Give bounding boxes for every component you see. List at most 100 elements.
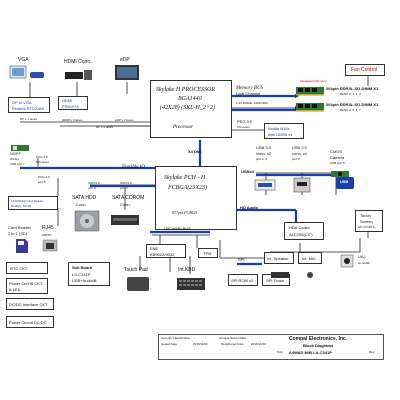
security-label: Security Classification (161, 336, 191, 340)
edp-title: eDP (120, 57, 130, 63)
usb2-sub: conn. x1 (292, 151, 308, 156)
peg-lanes: X4 Lanes (237, 125, 250, 129)
rj45-title: RJ45 (42, 225, 54, 231)
touch-pad-image (126, 276, 150, 292)
sd-card-image (14, 238, 30, 254)
usbx4-label: USBx4 (241, 169, 254, 174)
pcie-a-label: PCIe 2.0 (36, 155, 48, 159)
cpu-size: (42X28) (SKL-H_2+2) (160, 105, 215, 111)
vga-port: DP x 1 lanes (20, 117, 37, 121)
size-label: Size (277, 350, 283, 354)
uaj-line1: UAJ (358, 254, 366, 259)
touch-screen-line1: Touch (360, 213, 371, 218)
hda-codec-chip: ALC255(CIT) (289, 232, 313, 237)
power-onoff-line2: & LED (9, 287, 21, 292)
pcie-a-port: 5x6 lanes (36, 160, 49, 164)
power-onoff-box: Power On/Off CKT. & LED (6, 278, 48, 294)
rj45-sub: conn. (42, 232, 52, 237)
sub-board-line2: USB+Audio/B (72, 278, 97, 283)
int-speaker-box: Int. Speaker (264, 252, 294, 264)
pcie-b-label: PCIe 2.0 (38, 175, 50, 179)
ene-box: ENE KB9022/9032 (146, 244, 186, 258)
touch-screen-line2: Screen (360, 219, 373, 224)
hdmi-chip: PS8407A (62, 104, 79, 109)
spi-rom-box: SPI ROM x2 (228, 274, 258, 286)
doc-title: Block Diagrams (303, 343, 334, 348)
cpu-label: Processor (173, 125, 194, 130)
vga-chip: Realtek RTD2168 (12, 106, 44, 111)
vga-title: VGA (18, 57, 29, 63)
ngff-card-image (10, 140, 30, 151)
hda-codec-box: HDA Codec ALC255(CIT) (284, 222, 324, 240)
hdd-image (74, 210, 100, 232)
fan-control-box: Fan Control (345, 64, 385, 76)
keyboard-image (176, 276, 206, 292)
dimm2-image (296, 100, 324, 112)
speaker-image (270, 266, 290, 278)
hdmi-lanes: HDMI x 4 lanes (62, 118, 83, 122)
dcdc-box: DC/DC Interface CKT. (6, 298, 54, 310)
peg-label: PEG 3.0 (237, 119, 253, 124)
usb3-title: USB 3.0 (256, 145, 271, 150)
memory-bus-line2: 1.2V DDR3L 1333/1600 (236, 101, 268, 105)
ngff-line1: NGFF (10, 151, 21, 156)
nvidia-line1: Nvidia N16x (268, 126, 290, 131)
usb-icon-label: USB (340, 179, 349, 184)
rev-label: Rev (369, 350, 375, 354)
usb2-title: USB 2.0 (292, 145, 307, 150)
pch-size: FCBGA(23X23) (168, 185, 207, 191)
cpu-package: BGA1440 (178, 96, 202, 102)
usb3-sub: conn. x2 (256, 151, 272, 156)
sata-cdrom-sub: Conn. (120, 202, 131, 207)
dimm1-title: 204pin DDR3L-SO-DIMM X1 (326, 86, 379, 91)
hdmi-box: HDMI PS8407A (58, 96, 88, 110)
touch-screen-box: Touch Screen I2C (PORT1) (355, 210, 383, 232)
lan-box: LAN(GbE)/ Card Reader Realtek: 8411B (8, 196, 58, 210)
usb2-connector-image (292, 176, 312, 194)
nvidia-line2: with DDR5 x4 (268, 132, 293, 137)
tpm-label: TPM (203, 251, 212, 256)
usb-icon: USB (336, 176, 354, 189)
vga-box: DP to VGA Realtek RTD2168 (8, 97, 50, 113)
memory-bus-sub: Dual Channel (236, 91, 261, 96)
nvidia-box: Nvidia N16x with DDR5 x4 (264, 123, 304, 139)
usb2-port: port 3 (292, 157, 300, 161)
hdmi-connector-image (64, 68, 94, 82)
tpm-box: TPM (198, 248, 218, 258)
flexible-io-label: Flexible IO (122, 165, 145, 170)
mic-image (305, 266, 315, 278)
card-reader-line1: Card Reader (8, 225, 31, 230)
vga-connector-image (8, 64, 46, 82)
sata-hdd-title: SATA HDD (72, 195, 97, 201)
vga-box-label: DP to VGA (12, 100, 32, 105)
usb3-port: port 1, 2 (256, 157, 268, 161)
decipher-label: Deciphered Date (221, 342, 244, 346)
audio-jack-image (340, 254, 354, 268)
dimm1-image (296, 84, 324, 96)
pch-name: Skylake PCH - H (164, 175, 206, 181)
sata-cdrom-bus: SATA3.0 (120, 181, 132, 185)
decipher-value: 2016/11/03 (251, 342, 266, 346)
cpu-name: Skylake H PROCESSOR (156, 87, 215, 93)
int-speaker-label: Int. Speaker (267, 256, 289, 261)
hdmi-box-label: HDMI (62, 98, 73, 103)
keyboard-label: Int.KBD (178, 267, 196, 273)
power-onoff-line1: Power On/Off CKT. (9, 281, 43, 286)
hd-audio-label: HD Audio (240, 205, 259, 210)
sub-board-box: Sub Board LS-C341P USB+Audio/B (68, 262, 110, 286)
ngff-line2: WLAN (10, 157, 19, 161)
pch-block: Skylake PCH - H FCBGA(23X23) 837pin FCBG… (155, 166, 237, 230)
sata-hdd-bus: SATA3.0 (88, 181, 100, 185)
int-mic-label: Int. MIC (302, 256, 317, 261)
dimm1-sub: BANK 0, 1, 2, 3 (340, 92, 361, 96)
dp-lanes: DP x 4 lanes (96, 125, 113, 129)
rtc-box: RTC CKT. (6, 262, 48, 274)
rj45-image (42, 238, 58, 252)
dcdc-label: DC/DC Interface CKT. (9, 302, 49, 307)
ene-chip: KB9022/9032 (150, 252, 175, 257)
sata-hdd-port: port 0 (88, 186, 96, 190)
sata-hdd-sub: Conn. (76, 202, 87, 207)
lpc-label: LPC/eSPI BUS (164, 226, 191, 231)
camera-image (330, 166, 350, 177)
